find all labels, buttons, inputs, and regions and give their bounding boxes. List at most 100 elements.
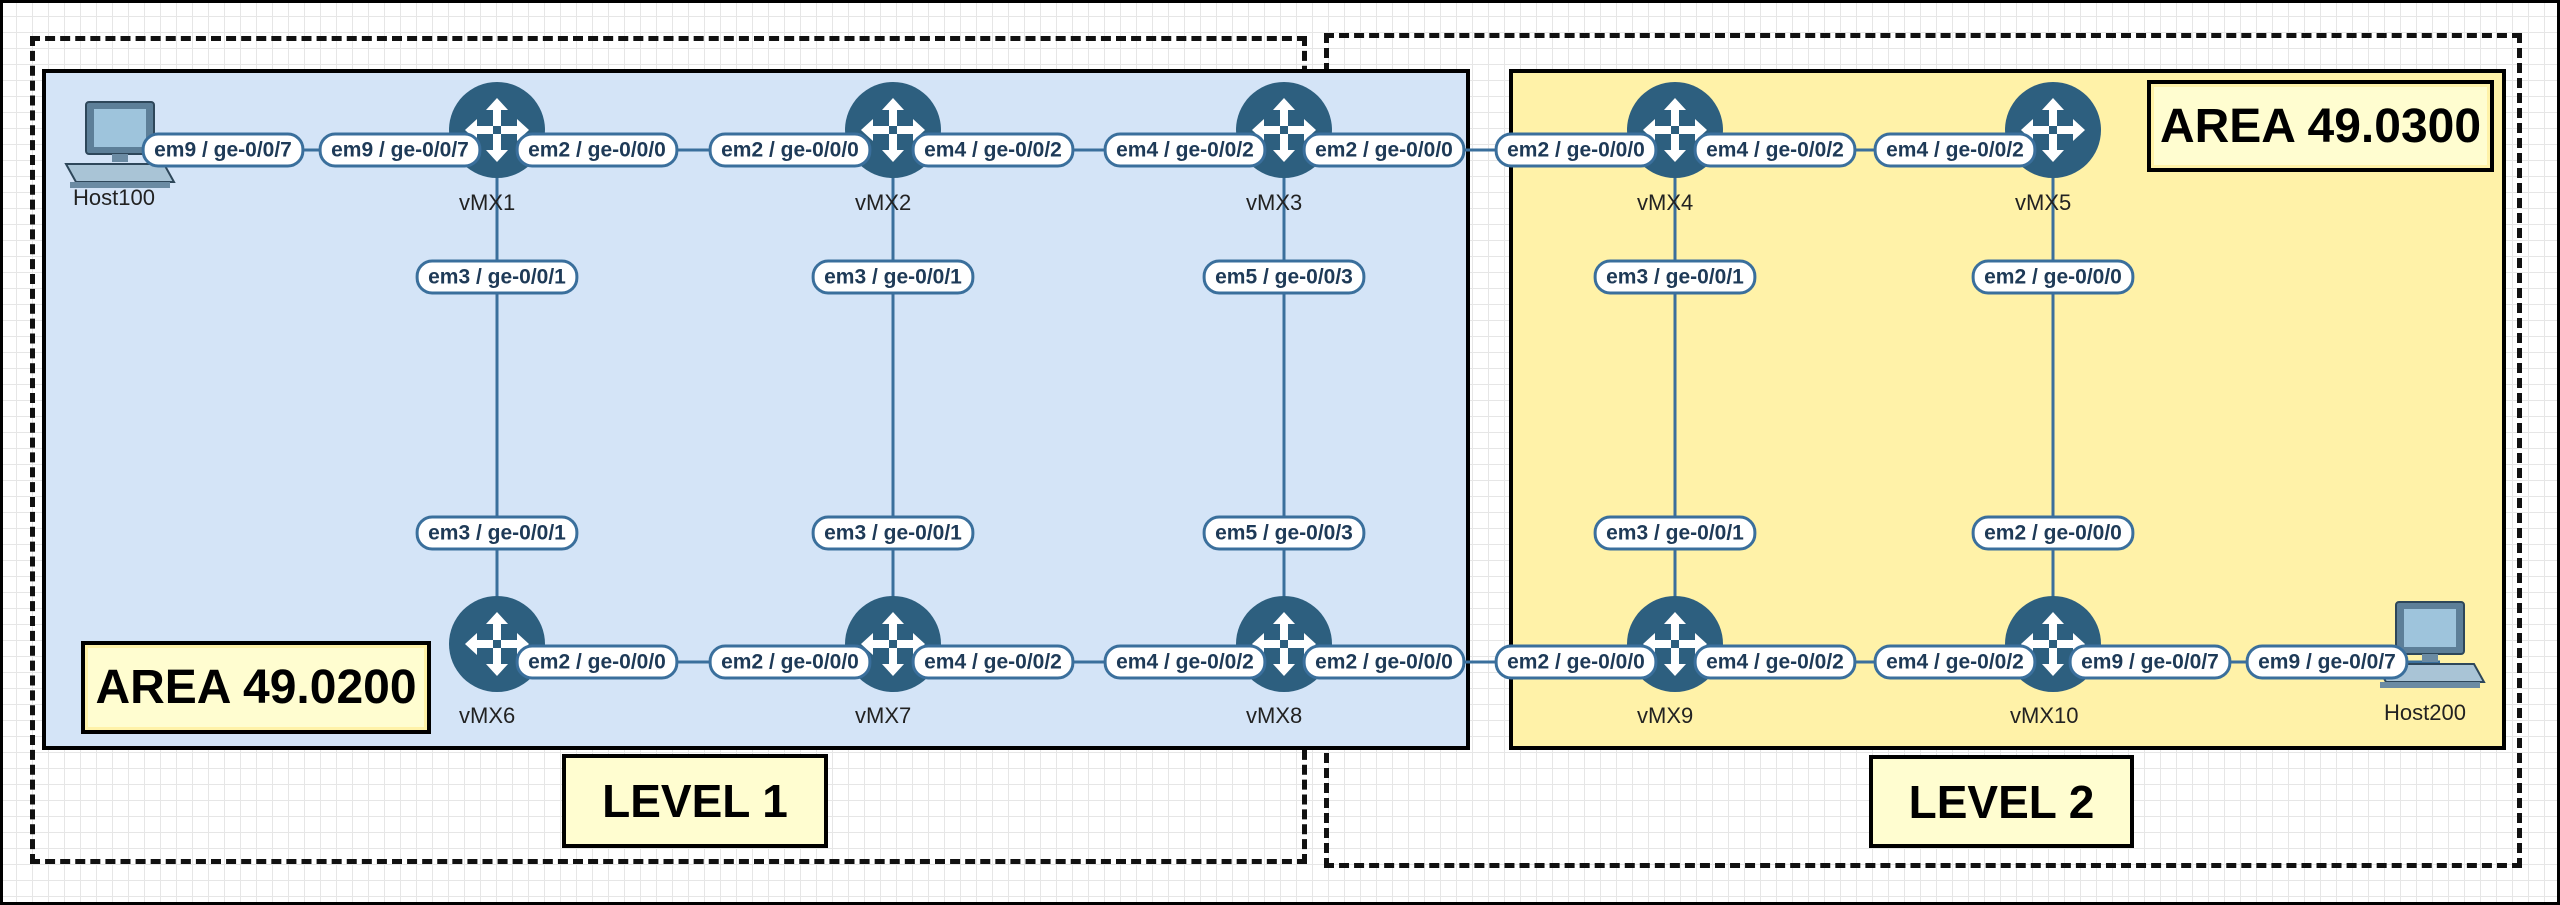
- svg-text:em3 / ge-0/0/1: em3 / ge-0/0/1: [428, 522, 566, 545]
- port-pill: [1103, 132, 1267, 168]
- vmx3-label: vMX3: [1246, 190, 1302, 215]
- port-pill: [1971, 259, 2135, 295]
- port-vmx2-vmx3-a: em4 / ge-0/0/2: [911, 132, 1075, 168]
- svg-text:em4 / ge-0/0/2: em4 / ge-0/0/2: [924, 651, 1062, 674]
- port-pill: [708, 644, 872, 680]
- port-pill: [415, 259, 579, 295]
- svg-text:em4 / ge-0/0/2: em4 / ge-0/0/2: [1116, 139, 1254, 162]
- port-vmx9-vmx10-b: em4 / ge-0/0/2: [1873, 644, 2037, 680]
- port-vmx10-host200-b: em9 / ge-0/0/7: [2245, 644, 2409, 680]
- port-vmx8-vmx9-b: em2 / ge-0/0/0: [1494, 644, 1658, 680]
- port-vmx1-vmx6-a: em3 / ge-0/0/1: [415, 259, 579, 295]
- port-pill: [1693, 644, 1857, 680]
- port-pill: [1202, 515, 1366, 551]
- port-pill: [911, 132, 1075, 168]
- svg-text:em3 / ge-0/0/1: em3 / ge-0/0/1: [824, 522, 962, 545]
- port-vmx2-vmx3-b: em4 / ge-0/0/2: [1103, 132, 1267, 168]
- port-pill: [1873, 644, 2037, 680]
- vmx9-label: vMX9: [1637, 703, 1693, 728]
- vmx1-label: vMX1: [459, 190, 515, 215]
- port-vmx7-vmx8-a: em4 / ge-0/0/2: [911, 644, 1075, 680]
- vmx4-label: vMX4: [1637, 190, 1693, 215]
- port-pill: [2068, 644, 2232, 680]
- svg-text:em4 / ge-0/0/2: em4 / ge-0/0/2: [1886, 139, 2024, 162]
- svg-text:em2 / ge-0/0/0: em2 / ge-0/0/0: [528, 139, 666, 162]
- svg-text:em2 / ge-0/0/0: em2 / ge-0/0/0: [528, 651, 666, 674]
- port-vmx2-vmx7-a: em3 / ge-0/0/1: [811, 259, 975, 295]
- level-2-label: LEVEL 2: [1869, 755, 2134, 848]
- port-vmx4-vmx9-a: em3 / ge-0/0/1: [1593, 259, 1757, 295]
- port-pill: [1103, 644, 1267, 680]
- svg-text:em4 / ge-0/0/2: em4 / ge-0/0/2: [1706, 651, 1844, 674]
- port-vmx1-vmx2-b: em2 / ge-0/0/0: [708, 132, 872, 168]
- svg-text:em2 / ge-0/0/0: em2 / ge-0/0/0: [1984, 266, 2122, 289]
- port-pill: [1202, 259, 1366, 295]
- port-vmx5-vmx10-b: em2 / ge-0/0/0: [1971, 515, 2135, 551]
- vmx6-label: vMX6: [459, 703, 515, 728]
- port-pill: [911, 644, 1075, 680]
- svg-text:em9 / ge-0/0/7: em9 / ge-0/0/7: [331, 139, 469, 162]
- svg-text:em2 / ge-0/0/0: em2 / ge-0/0/0: [721, 139, 859, 162]
- port-vmx2-vmx7-b: em3 / ge-0/0/1: [811, 515, 975, 551]
- port-pill: [1302, 644, 1466, 680]
- port-pill: [1494, 644, 1658, 680]
- vmx2-label: vMX2: [855, 190, 911, 215]
- vmx8-label: vMX8: [1246, 703, 1302, 728]
- svg-text:em9 / ge-0/0/7: em9 / ge-0/0/7: [2081, 651, 2219, 674]
- port-vmx3-vmx8-a: em5 / ge-0/0/3: [1202, 259, 1366, 295]
- svg-text:em4 / ge-0/0/2: em4 / ge-0/0/2: [1706, 139, 1844, 162]
- port-vmx6-vmx7-b: em2 / ge-0/0/0: [708, 644, 872, 680]
- svg-text:em3 / ge-0/0/1: em3 / ge-0/0/1: [1606, 266, 1744, 289]
- svg-text:em3 / ge-0/0/1: em3 / ge-0/0/1: [824, 266, 962, 289]
- port-pill: [515, 644, 679, 680]
- port-host100-vmx1-a: em9 / ge-0/0/7: [141, 132, 305, 168]
- port-pill: [1873, 132, 2037, 168]
- area-49-0200-region: [42, 69, 1470, 750]
- port-vmx3-vmx8-b: em5 / ge-0/0/3: [1202, 515, 1366, 551]
- svg-text:em9 / ge-0/0/7: em9 / ge-0/0/7: [154, 139, 292, 162]
- svg-text:em5 / ge-0/0/3: em5 / ge-0/0/3: [1215, 266, 1353, 289]
- port-pill: [811, 259, 975, 295]
- port-vmx1-vmx2-a: em2 / ge-0/0/0: [515, 132, 679, 168]
- svg-text:em2 / ge-0/0/0: em2 / ge-0/0/0: [1507, 651, 1645, 674]
- vmx10-label: vMX10: [2010, 703, 2078, 728]
- port-pill: [1693, 132, 1857, 168]
- svg-text:em2 / ge-0/0/0: em2 / ge-0/0/0: [1315, 139, 1453, 162]
- svg-text:em3 / ge-0/0/1: em3 / ge-0/0/1: [1606, 522, 1744, 545]
- svg-text:em2 / ge-0/0/0: em2 / ge-0/0/0: [1315, 651, 1453, 674]
- svg-text:em2 / ge-0/0/0: em2 / ge-0/0/0: [1984, 522, 2122, 545]
- port-pill: [708, 132, 872, 168]
- svg-text:em2 / ge-0/0/0: em2 / ge-0/0/0: [1507, 139, 1645, 162]
- port-vmx1-vmx6-b: em3 / ge-0/0/1: [415, 515, 579, 551]
- host100-label: Host100: [73, 185, 155, 210]
- port-vmx8-vmx9-a: em2 / ge-0/0/0: [1302, 644, 1466, 680]
- port-vmx7-vmx8-b: em4 / ge-0/0/2: [1103, 644, 1267, 680]
- svg-text:em5 / ge-0/0/3: em5 / ge-0/0/3: [1215, 522, 1353, 545]
- port-pill: [2245, 644, 2409, 680]
- svg-text:em4 / ge-0/0/2: em4 / ge-0/0/2: [924, 139, 1062, 162]
- vmx7-label: vMX7: [855, 703, 911, 728]
- vmx5-label: vMX5: [2015, 190, 2071, 215]
- port-vmx5-vmx10-a: em2 / ge-0/0/0: [1971, 259, 2135, 295]
- svg-text:em9 / ge-0/0/7: em9 / ge-0/0/7: [2258, 651, 2396, 674]
- svg-text:em2 / ge-0/0/0: em2 / ge-0/0/0: [721, 651, 859, 674]
- level-1-label: LEVEL 1: [562, 754, 828, 848]
- port-pill: [1593, 515, 1757, 551]
- port-pill: [1302, 132, 1466, 168]
- area-left-label: AREA 49.0200: [81, 641, 431, 734]
- port-vmx6-vmx7-a: em2 / ge-0/0/0: [515, 644, 679, 680]
- port-pill: [1494, 132, 1658, 168]
- port-pill: [141, 132, 305, 168]
- svg-text:em3 / ge-0/0/1: em3 / ge-0/0/1: [428, 266, 566, 289]
- port-vmx3-vmx4-b: em2 / ge-0/0/0: [1494, 132, 1658, 168]
- area-right-label: AREA 49.0300: [2147, 80, 2494, 172]
- port-pill: [318, 132, 482, 168]
- port-vmx9-vmx10-a: em4 / ge-0/0/2: [1693, 644, 1857, 680]
- port-vmx3-vmx4-a: em2 / ge-0/0/0: [1302, 132, 1466, 168]
- port-host100-vmx1-b: em9 / ge-0/0/7: [318, 132, 482, 168]
- port-pill: [1971, 515, 2135, 551]
- port-pill: [1593, 259, 1757, 295]
- port-vmx4-vmx5-a: em4 / ge-0/0/2: [1693, 132, 1857, 168]
- port-vmx10-host200-a: em9 / ge-0/0/7: [2068, 644, 2232, 680]
